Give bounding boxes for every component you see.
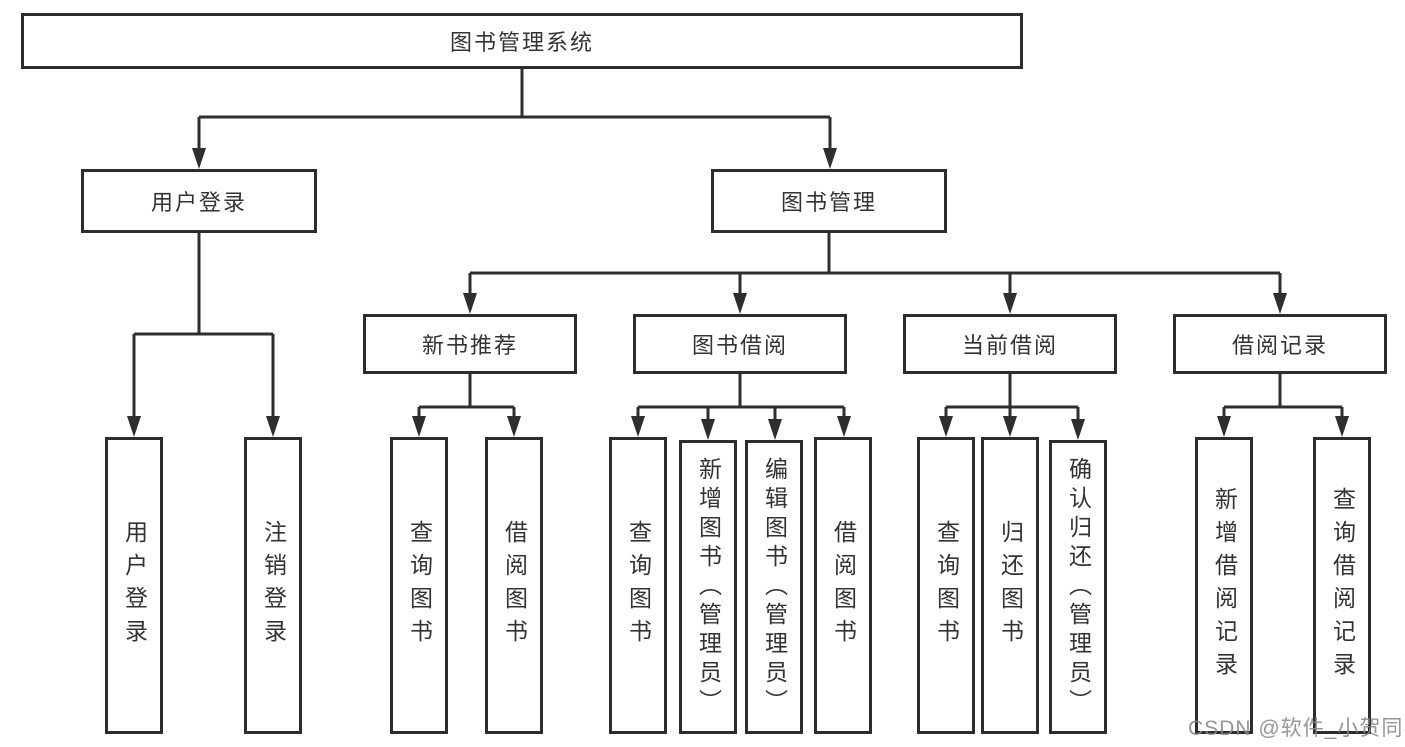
node-label: 新书推荐 <box>421 333 518 358</box>
leaf-borrow-books: 借阅图书 <box>814 437 872 734</box>
arrow-down-icon <box>192 148 206 169</box>
arrow-down-icon <box>768 419 782 440</box>
arrow-down-icon <box>1071 419 1085 440</box>
node-label: 图书管理 <box>780 190 877 215</box>
node-label: 用户登录 <box>121 519 148 652</box>
arrow-down-icon <box>631 416 645 437</box>
node-label: 编辑图书（管理员） <box>761 456 788 718</box>
node-root-system: 图书管理系统 <box>21 13 1023 69</box>
leaf-user-login: 用户登录 <box>105 437 163 734</box>
arrow-down-icon <box>939 416 953 437</box>
node-label: 图书借阅 <box>691 333 788 358</box>
arrow-down-icon <box>412 416 426 437</box>
arrow-down-icon <box>266 416 280 437</box>
node-book-management: 图书管理 <box>711 169 947 233</box>
arrow-down-icon <box>701 419 715 440</box>
arrow-down-icon <box>1003 416 1017 437</box>
node-user-login-branch: 用户登录 <box>81 169 317 233</box>
node-label: 用户登录 <box>150 190 247 215</box>
leaf-current-query-books: 查询图书 <box>917 437 975 734</box>
node-label: 查询借阅记录 <box>1329 486 1356 685</box>
leaf-recommend-borrow-books: 借阅图书 <box>485 437 543 734</box>
node-label: 查询图书 <box>406 519 433 652</box>
arrow-down-icon <box>1335 416 1349 437</box>
leaf-query-borrow-record: 查询借阅记录 <box>1313 437 1371 734</box>
node-new-book-recommend: 新书推荐 <box>363 314 577 374</box>
node-label: 借阅图书 <box>830 519 857 652</box>
csdn-watermark: CSDN @软件_小贺同学 <box>1188 717 1405 740</box>
arrow-down-icon <box>1273 293 1287 314</box>
arrow-down-icon <box>1003 293 1017 314</box>
node-book-borrow: 图书借阅 <box>633 314 847 374</box>
arrow-down-icon <box>837 416 851 437</box>
leaf-add-books-admin: 新增图书（管理员） <box>679 440 737 734</box>
node-current-borrow: 当前借阅 <box>903 314 1117 374</box>
node-label: 注销登录 <box>260 519 287 652</box>
arrow-down-icon <box>1217 416 1231 437</box>
node-label: 确认归还（管理员） <box>1065 456 1092 718</box>
leaf-borrow-query-books: 查询图书 <box>609 437 667 734</box>
arrow-down-icon <box>127 416 141 437</box>
node-label: 查询图书 <box>933 519 960 652</box>
node-label: 新增图书（管理员） <box>695 456 722 718</box>
node-label: 归还图书 <box>997 519 1024 652</box>
node-borrow-record: 借阅记录 <box>1173 314 1387 374</box>
arrow-down-icon <box>733 293 747 314</box>
node-label: 图书管理系统 <box>449 30 594 55</box>
node-label: 借阅图书 <box>501 519 528 652</box>
node-label: 借阅记录 <box>1231 333 1328 358</box>
arrow-down-icon <box>507 416 521 437</box>
leaf-return-books: 归还图书 <box>981 437 1039 734</box>
leaf-add-borrow-record: 新增借阅记录 <box>1195 437 1253 734</box>
node-label: 查询图书 <box>625 519 652 652</box>
leaf-confirm-return-admin: 确认归还（管理员） <box>1049 440 1107 734</box>
leaf-logout: 注销登录 <box>244 437 302 734</box>
leaf-edit-books-admin: 编辑图书（管理员） <box>745 440 803 734</box>
node-label: 新增借阅记录 <box>1211 486 1238 685</box>
leaf-recommend-query-books: 查询图书 <box>390 437 448 734</box>
arrow-down-icon <box>823 148 837 169</box>
node-label: 当前借阅 <box>961 333 1058 358</box>
arrow-down-icon <box>463 293 477 314</box>
